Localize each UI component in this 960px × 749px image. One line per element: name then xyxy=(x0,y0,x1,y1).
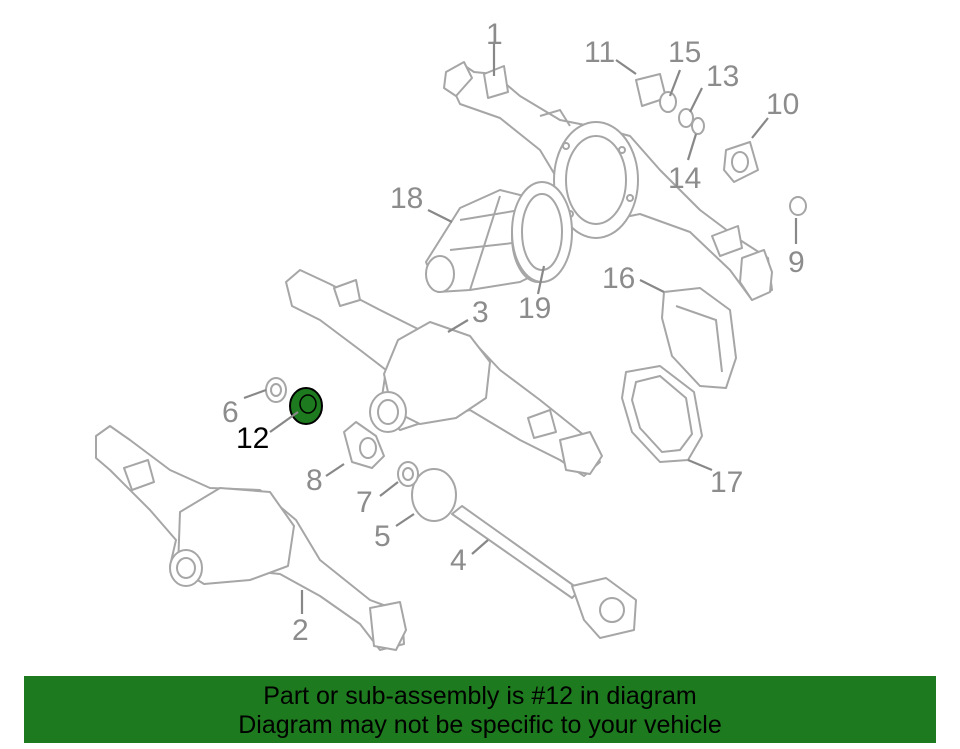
callout-8: 8 xyxy=(306,464,323,497)
part-14-washer xyxy=(691,117,705,135)
callout-11: 11 xyxy=(584,36,615,69)
part-12-highlighted-seal xyxy=(289,387,323,425)
callout-18: 18 xyxy=(390,182,423,215)
callout-15: 15 xyxy=(668,36,701,69)
callout-1: 1 xyxy=(486,18,503,51)
callout-4: 4 xyxy=(450,544,467,577)
callout-3: 3 xyxy=(472,296,489,329)
part-6-washer xyxy=(265,377,287,403)
callout-16: 16 xyxy=(602,262,635,295)
part-8-bearing-retainer xyxy=(343,421,385,469)
callout-19: 19 xyxy=(518,292,551,325)
exploded-rear-axle-diagram: 1 2 3 4 5 6 7 8 9 10 11 12 13 14 15 16 1… xyxy=(95,18,807,651)
callout-5: 5 xyxy=(374,520,391,553)
callout-labels: 1 2 3 4 5 6 7 8 9 10 11 12 13 14 15 16 1… xyxy=(222,18,805,647)
part-13-washer xyxy=(678,108,694,128)
banner-line-1: Part or sub-assembly is #12 in diagram xyxy=(263,682,697,710)
callout-14: 14 xyxy=(668,162,701,195)
callout-6: 6 xyxy=(222,396,239,429)
callout-17: 17 xyxy=(710,466,743,499)
callout-10: 10 xyxy=(766,88,799,121)
part-4-axle-shaft xyxy=(451,505,637,639)
banner-line-2: Diagram may not be specific to your vehi… xyxy=(238,711,722,739)
part-7-seal xyxy=(397,461,419,487)
part-9-plug xyxy=(789,196,807,216)
part-10-plate xyxy=(723,141,759,183)
part-3-axle-housing xyxy=(285,269,603,477)
part-1-axle-housing xyxy=(443,61,773,301)
callout-13: 13 xyxy=(706,60,739,93)
callout-9: 9 xyxy=(788,246,805,279)
part-5-o-ring xyxy=(411,468,457,522)
part-15-seal xyxy=(659,91,677,113)
callout-12: 12 xyxy=(236,422,269,455)
part-2-axle-housing xyxy=(95,425,407,651)
part-16-cover xyxy=(661,287,737,389)
info-banner: Part or sub-assembly is #12 in diagram D… xyxy=(24,676,936,743)
part-19-gasket xyxy=(511,181,573,283)
part-17-gasket xyxy=(621,365,703,463)
callout-7: 7 xyxy=(356,486,373,519)
callout-2: 2 xyxy=(292,614,309,647)
leader-lines xyxy=(243,44,798,614)
